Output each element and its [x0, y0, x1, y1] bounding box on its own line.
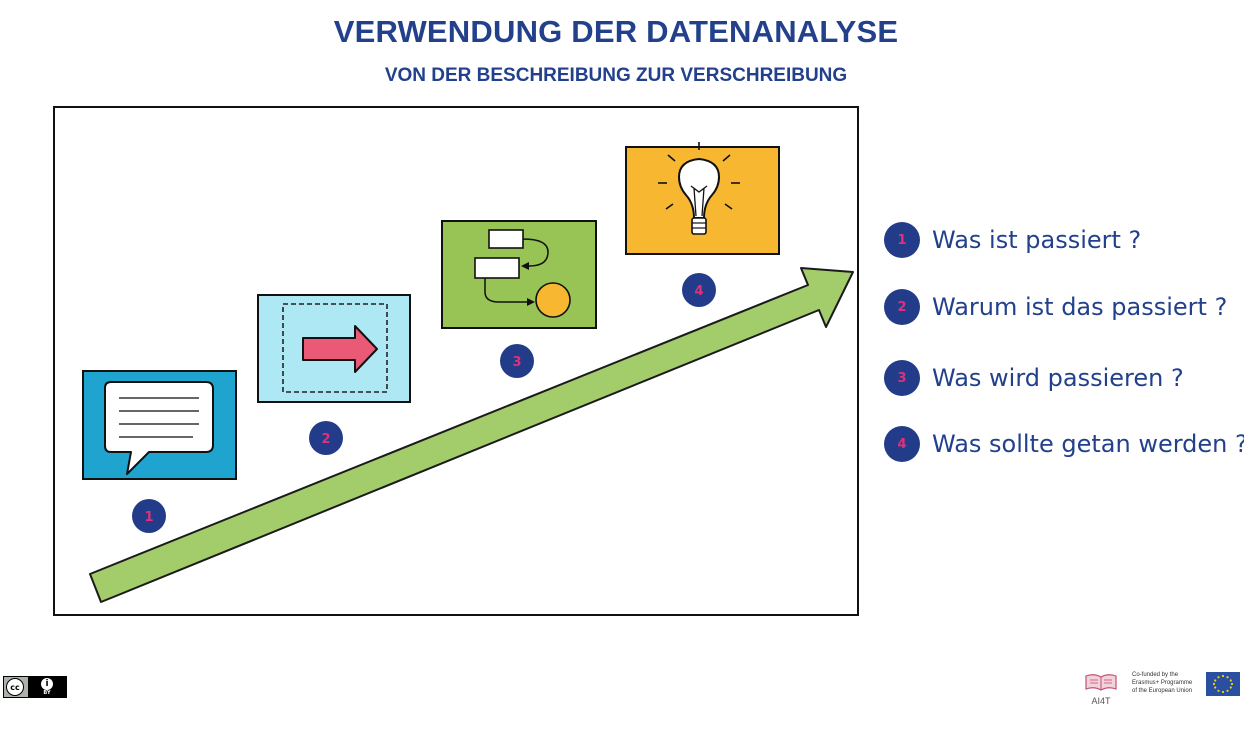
- legend-badge-3: 3: [884, 360, 920, 396]
- legend-item-3: 3 Was wird passieren ?: [884, 358, 1244, 398]
- analytics-diagram: 1 2 3: [53, 106, 859, 616]
- step-1-number: 1: [144, 510, 153, 525]
- legend-label-1: Was ist passiert ?: [932, 226, 1142, 254]
- legend-badge-1: 1: [884, 222, 920, 258]
- page-subtitle: VON DER BESCHREIBUNG ZUR VERSCHREIBUNG: [384, 65, 848, 86]
- cofunded-line-3: of the European Union: [1132, 688, 1193, 694]
- legend-item-4: 4 Was sollte getan werden ?: [884, 424, 1244, 464]
- step-1-card: [82, 370, 237, 480]
- step-3-badge: 3: [500, 344, 534, 378]
- cc-by-block: i BY: [28, 677, 66, 697]
- page-title: VERWENDUNG DER DATENANALYSE: [333, 14, 899, 49]
- legend-label-2: Warum ist das passiert ?: [932, 293, 1228, 321]
- growth-arrow: [89, 267, 854, 603]
- flowchart-icon: [474, 229, 571, 318]
- cc-by-license-badge: cc i BY: [3, 676, 67, 698]
- lightbulb-icon: [658, 142, 740, 235]
- eu-flag-icon: [1206, 672, 1240, 696]
- book-icon: [1085, 674, 1117, 691]
- legend-label-4: Was sollte getan werden ?: [932, 430, 1244, 458]
- cofunded-line-1: Co-funded by the: [1132, 672, 1179, 678]
- step-1-badge: 1: [132, 499, 166, 533]
- ai4t-logo: AI4T: [1083, 672, 1119, 706]
- step-2-number: 2: [321, 432, 330, 447]
- step-2-badge: 2: [309, 421, 343, 455]
- cc-icon: cc: [6, 678, 24, 696]
- speech-bubble-icon: [104, 381, 214, 475]
- step-4-badge: 4: [682, 273, 716, 307]
- step-3-card: [441, 220, 597, 329]
- legend-label-3: Was wird passieren ?: [932, 364, 1184, 392]
- step-3-number: 3: [512, 355, 521, 370]
- step-2-card: [257, 294, 411, 403]
- legend-item-1: 1 Was ist passiert ?: [884, 220, 1244, 260]
- attribution-icon: i: [41, 678, 53, 690]
- arrow-right-icon: [302, 325, 378, 373]
- step-4-number: 4: [694, 284, 703, 299]
- cc-by-label: BY: [43, 690, 51, 696]
- ai4t-label: AI4T: [1091, 696, 1111, 706]
- legend-badge-2: 2: [884, 289, 920, 325]
- legend-badge-4: 4: [884, 426, 920, 462]
- step-4-card: [625, 142, 780, 255]
- cofunded-text: Co-funded by the Erasmus+ Programme of t…: [1132, 671, 1208, 695]
- cofunded-line-2: Erasmus+ Programme: [1132, 680, 1193, 686]
- legend-item-2: 2 Warum ist das passiert ?: [884, 287, 1244, 327]
